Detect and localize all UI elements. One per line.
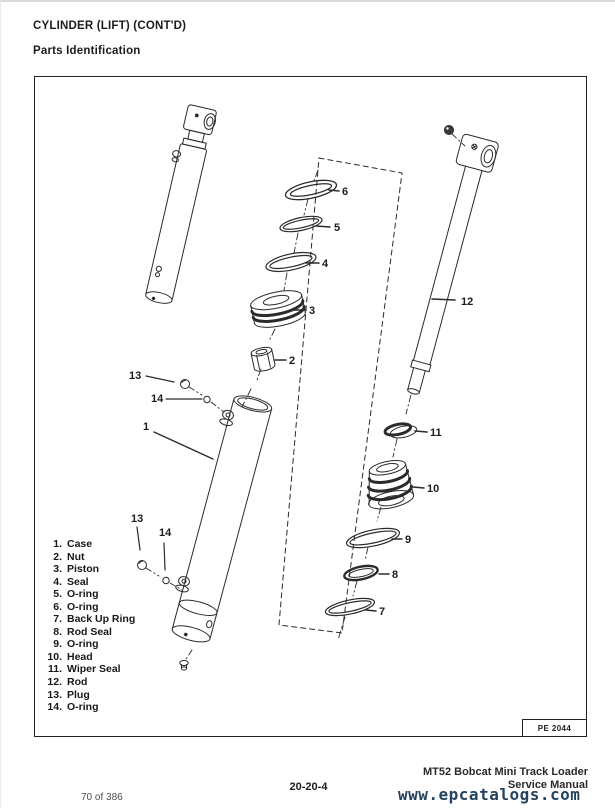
callout-3: 3	[309, 305, 315, 317]
callout-12: 12	[461, 296, 473, 308]
part-name: Nut	[67, 550, 85, 563]
callout-13-lower: 13	[131, 513, 143, 525]
part-number: 13.	[47, 688, 62, 701]
part-number: 10.	[47, 650, 62, 663]
upper-centerline	[241, 169, 319, 408]
plug-13-lower	[136, 526, 147, 570]
page-subtitle: Parts Identification	[33, 45, 141, 57]
part-case-1	[171, 395, 273, 643]
callout-14-upper: 14	[151, 393, 164, 405]
part-name: Rod	[67, 676, 88, 689]
part-rod-seal-8	[343, 564, 379, 582]
callout-2: 2	[289, 355, 295, 367]
part-piston-3	[250, 290, 306, 328]
part-name: Piston	[67, 563, 100, 576]
part-rod-12	[407, 133, 499, 395]
part-name: Wiper Seal	[67, 663, 121, 676]
part-number: 7.	[53, 613, 62, 626]
part-wiper-seal-11	[383, 422, 418, 439]
part-oring-9	[345, 527, 401, 549]
callout-13-upper: 13	[129, 370, 141, 382]
part-backup-ring-7	[324, 597, 376, 617]
part-name: Back Up Ring	[67, 613, 136, 626]
manual-title-line1: MT52 Bobcat Mini Track Loader	[422, 766, 588, 778]
lower-centerline	[337, 394, 412, 641]
part-name: O-ring	[67, 638, 99, 651]
diagram-frame: 6 5 4 3 2 12 11 10 9 8 7 1 13 14 13 14 1…	[34, 76, 587, 737]
callout-4: 4	[322, 258, 329, 270]
parts-list-row: 10. Head	[43, 651, 135, 664]
parts-list-row: 8. Rod Seal	[43, 626, 135, 639]
parts-list-row: 13. Plug	[43, 689, 135, 702]
part-number: 1.	[53, 538, 62, 550]
assembled-cylinder-drawing	[145, 104, 217, 304]
parts-list-row: 12. Rod	[43, 676, 135, 689]
footer-page-code: 20-20-4	[289, 781, 328, 793]
part-number: 4.	[53, 575, 62, 588]
parts-list-row: 6. O-ring	[43, 601, 135, 614]
callout-10: 10	[427, 483, 439, 495]
callout-6: 6	[342, 186, 348, 198]
page-title: CYLINDER (LIFT) (CONT'D)	[33, 20, 187, 32]
part-name: Plug	[67, 688, 90, 701]
parts-list-row: 14. O-ring	[43, 701, 135, 714]
callout-7: 7	[379, 606, 385, 618]
callout-1: 1	[143, 421, 149, 433]
plug-13-upper	[145, 375, 190, 389]
part-oring-5	[279, 215, 323, 233]
oring-14-lower	[162, 542, 170, 585]
part-number: 12.	[47, 676, 62, 689]
dashed-group-box	[278, 157, 403, 634]
callout-8: 8	[392, 569, 398, 581]
part-nut-2	[250, 346, 276, 372]
part-number: 11.	[47, 663, 62, 676]
parts-list-row: 1. Case	[43, 538, 135, 551]
part-seal-4	[265, 251, 317, 273]
part-name: Seal	[67, 575, 89, 588]
callout-labels: 6 5 4 3 2 12 11 10 9 8 7 1 13 14 13 14	[129, 186, 473, 618]
parts-list-row: 5. O-ring	[43, 588, 135, 601]
part-head-10	[366, 459, 415, 510]
part-number: 2.	[53, 550, 62, 563]
part-number: 14.	[47, 701, 62, 714]
figure-code: PE 2044	[537, 723, 572, 733]
callout-14-lower: 14	[159, 527, 172, 539]
callout-5: 5	[334, 222, 340, 234]
figure-code-box: PE 2044	[522, 719, 586, 736]
parts-list-row: 11. Wiper Seal	[43, 663, 135, 676]
callout-11: 11	[430, 427, 442, 439]
case-bottom-plug	[179, 649, 193, 671]
part-oring-6	[284, 179, 338, 201]
parts-list: 1. Case 2. Nut 3. Piston 4. Seal 5. O-ring 6. O-rin…	[43, 538, 135, 714]
part-name: O-ring	[67, 701, 99, 714]
part-name: Head	[67, 650, 93, 663]
rod-pin-ball	[444, 125, 454, 135]
manual-title-line2: Service Manual	[507, 779, 588, 791]
watermark-text: www.epcatalogs.com	[398, 785, 581, 804]
part-name: O-ring	[67, 588, 99, 601]
part-name: O-ring	[67, 600, 99, 613]
part-number: 6.	[53, 600, 62, 613]
part-name: Case	[67, 538, 93, 550]
parts-list-row: 2. Nut	[43, 551, 135, 564]
parts-list-row: 4. Seal	[43, 576, 135, 589]
footer-page-number: 70 of 386	[81, 792, 123, 803]
callout-9: 9	[405, 534, 411, 546]
parts-list-row: 7. Back Up Ring	[43, 613, 135, 626]
footer-manual-title: MT52 Bobcat Mini Track Loader Service Ma…	[423, 766, 588, 792]
parts-list-row: 9. O-ring	[43, 638, 135, 651]
part-number: 5.	[53, 588, 62, 601]
part-number: 9.	[53, 638, 62, 651]
parts-list-row: 3. Piston	[43, 563, 135, 576]
part-number: 3.	[53, 563, 62, 576]
part-number: 8.	[53, 625, 62, 638]
oring-14-upper	[165, 395, 211, 404]
part-name: Rod Seal	[67, 625, 112, 638]
cylinder-exploded-diagram: 6 5 4 3 2 12 11 10 9 8 7 1 13 14 13 14	[129, 104, 499, 671]
